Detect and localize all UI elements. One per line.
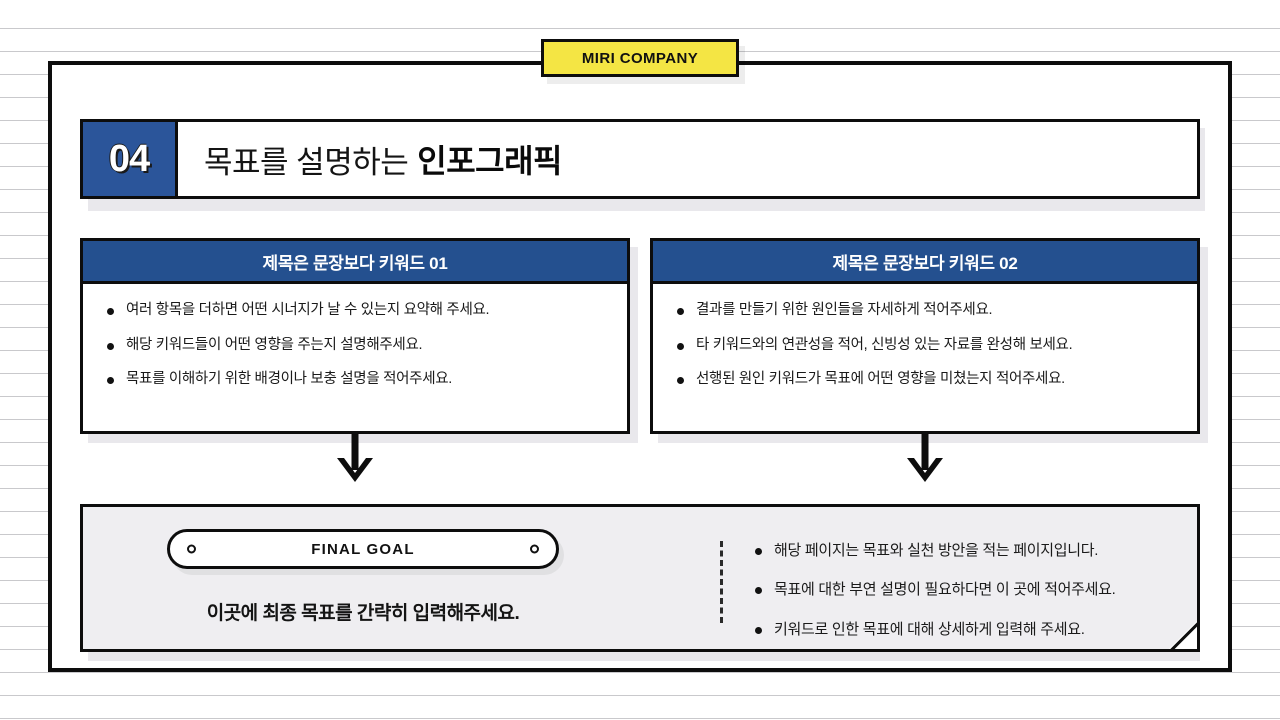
list-item: 키워드로 인한 목표에 대해 상세하게 입력해 주세요. <box>755 620 1185 640</box>
bullet-dot-icon <box>107 342 114 350</box>
card-1-header-label: 제목은 문장보다 키워드 01 <box>262 253 448 273</box>
vertical-dashed-divider <box>720 541 723 623</box>
final-goal-right-panel: 해당 페이지는 목표와 실천 방안을 적는 페이지입니다. 목표에 대한 부연 … <box>755 541 1185 649</box>
page-title-normal: 목표를 설명하는 <box>204 144 409 180</box>
list-item: 목표를 이해하기 위한 배경이나 보충 설명을 적어주세요. <box>107 370 607 390</box>
pill-hole-left-icon <box>187 544 196 554</box>
list-item: 목표에 대한 부연 설명이 필요하다면 이 곳에 적어주세요. <box>755 580 1185 600</box>
list-item-text: 여러 항목을 더하면 어떤 시너지가 날 수 있는지 요약해 주세요. <box>126 302 490 318</box>
final-goal-label: FINAL GOAL <box>311 540 415 558</box>
keyword-card-1: 제목은 문장보다 키워드 01 여러 항목을 더하면 어떤 시너지가 날 수 있… <box>80 238 630 434</box>
list-item-text: 목표에 대한 부연 설명이 필요하다면 이 곳에 적어주세요. <box>774 581 1116 599</box>
bullet-dot-icon <box>755 587 762 595</box>
page-title: 목표를 설명하는 인포그래픽 <box>178 119 1200 199</box>
list-item: 여러 항목을 더하면 어떤 시너지가 날 수 있는지 요약해 주세요. <box>107 301 607 321</box>
final-goal-pill: FINAL GOAL <box>167 529 559 569</box>
bullet-dot-icon <box>677 342 684 350</box>
list-item-text: 해당 키워드들이 어떤 영향을 주는지 설명해주세요. <box>126 336 423 353</box>
bullet-dot-icon <box>755 548 762 555</box>
list-item-text: 결과를 만들기 위한 원인들을 자세하게 적어주세요. <box>696 302 993 318</box>
bullet-dot-icon <box>107 308 114 315</box>
list-item: 타 키워드와의 연관성을 적어, 신빙성 있는 자료를 완성해 보세요. <box>677 336 1177 356</box>
list-item: 선행된 원인 키워드가 목표에 어떤 영향을 미쳤는지 적어주세요. <box>677 370 1177 390</box>
company-name-label: MIRI COMPANY <box>581 49 699 67</box>
list-item: 결과를 만들기 위한 원인들을 자세하게 적어주세요. <box>677 301 1177 321</box>
final-goal-caption: 이곳에 최종 목표를 간략히 입력해주세요. <box>206 603 520 624</box>
pill-hole-right-icon <box>530 544 539 554</box>
list-item-text: 타 키워드와의 연관성을 적어, 신빙성 있는 자료를 완성해 보세요. <box>696 336 1073 353</box>
card-2-header-label: 제목은 문장보다 키워드 02 <box>832 253 1018 273</box>
arrow-down-icon <box>903 432 947 489</box>
corner-fold-shape <box>1168 620 1197 649</box>
company-badge: MIRI COMPANY <box>541 39 739 77</box>
keyword-card-2: 제목은 문장보다 키워드 02 결과를 만들기 위한 원인들을 자세하게 적어주… <box>650 238 1200 434</box>
final-goal-box: FINAL GOAL 이곳에 최종 목표를 간략히 입력해주세요. 해당 페이지… <box>80 504 1200 652</box>
card-2-header: 제목은 문장보다 키워드 02 <box>653 241 1197 284</box>
card-1-body: 여러 항목을 더하면 어떤 시너지가 날 수 있는지 요약해 주세요. 해당 키… <box>83 284 627 431</box>
card-1-header: 제목은 문장보다 키워드 01 <box>83 241 627 284</box>
card-2-body: 결과를 만들기 위한 원인들을 자세하게 적어주세요. 타 키워드와의 연관성을… <box>653 284 1197 431</box>
list-item: 해당 키워드들이 어떤 영향을 주는지 설명해주세요. <box>107 336 607 356</box>
bullet-dot-icon <box>107 377 114 385</box>
list-item-text: 해당 페이지는 목표와 실천 방안을 적는 페이지입니다. <box>774 542 1099 559</box>
list-item-text: 키워드로 인한 목표에 대해 상세하게 입력해 주세요. <box>774 620 1085 638</box>
final-goal-left-panel: FINAL GOAL 이곳에 최종 목표를 간략히 입력해주세요. <box>83 507 643 649</box>
list-item-text: 목표를 이해하기 위한 배경이나 보충 설명을 적어주세요. <box>126 371 453 388</box>
section-number-label: 04 <box>108 137 150 180</box>
list-item-text: 선행된 원인 키워드가 목표에 어떤 영향을 미쳤는지 적어주세요. <box>696 371 1065 388</box>
bullet-dot-icon <box>755 626 762 634</box>
bullet-dot-icon <box>677 308 684 315</box>
page-title-strong: 인포그래픽 <box>417 143 562 179</box>
bullet-dot-icon <box>677 377 684 385</box>
arrow-down-icon <box>333 432 377 489</box>
section-number-badge: 04 <box>80 119 178 199</box>
list-item: 해당 페이지는 목표와 실천 방안을 적는 페이지입니다. <box>755 541 1185 561</box>
title-bar: 04 목표를 설명하는 인포그래픽 <box>80 119 1200 199</box>
